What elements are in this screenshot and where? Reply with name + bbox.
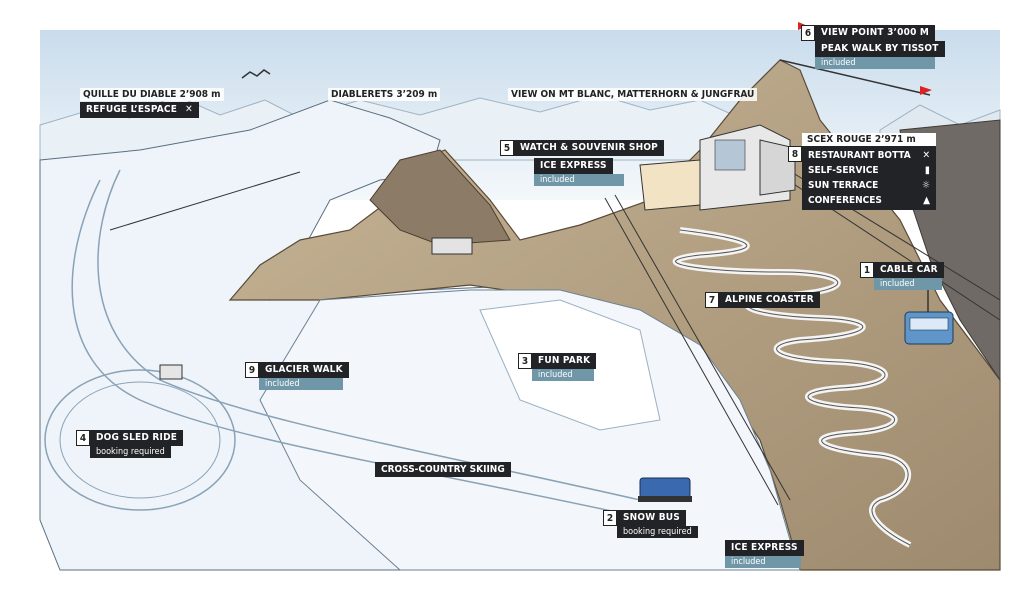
sun-chair-icon: ☼ bbox=[921, 180, 930, 191]
bird-icon bbox=[241, 69, 271, 79]
point-number: 8 bbox=[788, 146, 802, 162]
dog-sled-loop-inner bbox=[59, 381, 221, 499]
chairlift-line-2 bbox=[604, 197, 779, 506]
point-name: CABLE CAR bbox=[874, 262, 944, 278]
point-name: DOG SLED RIDE bbox=[90, 430, 184, 446]
diablerets-label: DIABLERETS 3’209 m bbox=[328, 88, 441, 101]
scex-item: SELF-SERVICE▮ bbox=[808, 165, 930, 176]
refuge-label: REFUGE L’ESPACE✕ bbox=[80, 102, 199, 118]
point-number: 4 bbox=[76, 430, 90, 446]
point-number: 1 bbox=[860, 262, 874, 278]
diablerets-hut bbox=[431, 237, 473, 255]
tray-icon: ▮ bbox=[925, 165, 930, 176]
point-name: ALPINE COASTER bbox=[719, 292, 820, 308]
point-name: GLACIER WALK bbox=[259, 362, 349, 378]
peak-walk-bridge bbox=[779, 59, 931, 96]
point-name: WATCH & SOUVENIR SHOP bbox=[514, 140, 664, 156]
ice-express-sub: included bbox=[725, 556, 801, 568]
refuge-name: REFUGE L’ESPACE✕ bbox=[80, 102, 199, 118]
small-hut bbox=[159, 364, 183, 380]
point-name: VIEW POINT 3’000 M bbox=[815, 25, 936, 41]
ice-express-name: ICE EXPRESS bbox=[725, 540, 804, 556]
scex-title: SCEX ROUGE 2’971 m bbox=[802, 133, 936, 146]
ice-express-bottom-label: ICE EXPRESS included bbox=[725, 540, 804, 568]
point-sub: included bbox=[874, 278, 942, 290]
ice-express-name: ICE EXPRESS bbox=[534, 158, 613, 174]
point-number: 2 bbox=[603, 510, 617, 526]
scex-rouge-box: SCEX ROUGE 2’971 m 8 RESTAURANT BOTTA✕ S… bbox=[788, 133, 936, 210]
point-sub: included bbox=[259, 378, 343, 390]
cable-car-gondola bbox=[904, 282, 954, 345]
point-number: 6 bbox=[801, 25, 815, 41]
snow-bus bbox=[638, 477, 692, 502]
flag-icon bbox=[920, 86, 932, 95]
point-number: 9 bbox=[245, 362, 259, 378]
point-name: SNOW BUS bbox=[617, 510, 686, 526]
alpine-coaster-rail bbox=[675, 229, 911, 546]
chairlift-line bbox=[614, 194, 791, 501]
dog-sled-loop bbox=[44, 369, 236, 511]
cutlery-icon: ✕ bbox=[185, 104, 193, 115]
view-label: VIEW ON MT BLANC, MATTERHORN & JUNGFRAU bbox=[508, 88, 758, 101]
summit-station bbox=[639, 124, 796, 211]
presentation-icon: ▲ bbox=[923, 195, 930, 206]
cross-country-label: CROSS-COUNTRY SKIING bbox=[375, 462, 511, 477]
ski-track-2 bbox=[71, 179, 631, 516]
ice-express-top-label: ICE EXPRESS included bbox=[534, 158, 624, 186]
scex-list: RESTAURANT BOTTA✕ SELF-SERVICE▮ SUN TERR… bbox=[802, 146, 936, 210]
point-sub: included bbox=[532, 369, 594, 381]
diablerets-rock bbox=[369, 149, 511, 246]
ice-express-sub: included bbox=[534, 174, 624, 186]
scex-item: SUN TERRACE☼ bbox=[808, 180, 930, 191]
point-number: 7 bbox=[705, 292, 719, 308]
quille-label: QUILLE DU DIABLE 2’908 m bbox=[80, 88, 224, 101]
point-number: 3 bbox=[518, 353, 532, 369]
scex-item: CONFERENCES▲ bbox=[808, 195, 930, 206]
point-name: FUN PARK bbox=[532, 353, 597, 369]
cutlery-icon: ✕ bbox=[922, 150, 930, 161]
point-name-2: PEAK WALK BY TISSOT bbox=[815, 41, 945, 57]
point-sub: booking required bbox=[617, 526, 698, 538]
point-sub: included bbox=[815, 57, 935, 69]
point-number: 5 bbox=[500, 140, 514, 156]
tlift-line bbox=[109, 171, 301, 231]
scex-item: RESTAURANT BOTTA✕ bbox=[808, 150, 930, 161]
point-sub: booking required bbox=[90, 446, 171, 458]
